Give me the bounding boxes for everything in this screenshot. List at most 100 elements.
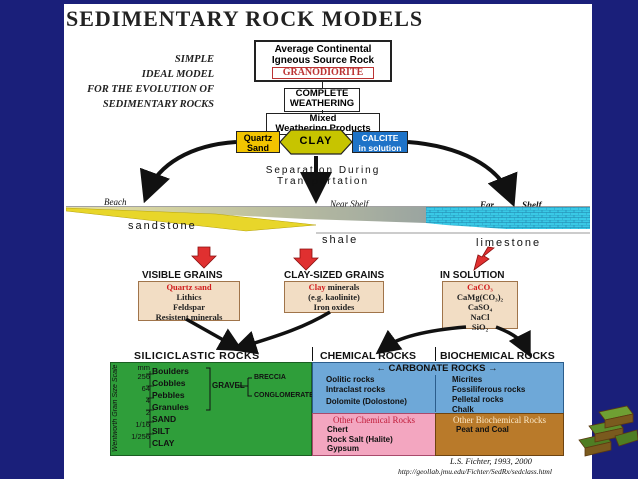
caco3-item: CaCO₃ xyxy=(467,282,493,292)
wentworth-lines xyxy=(146,367,252,448)
clay-grains-box: Clay minerals (e.g. kaolinite) Iron oxid… xyxy=(284,281,384,313)
beach-label: Beach xyxy=(104,197,127,207)
sandstone-layer xyxy=(66,207,317,232)
carbonate-item: Fossiliferous rocks xyxy=(452,385,526,394)
grain-class: SAND xyxy=(152,414,177,424)
clay-item: Clay xyxy=(308,282,326,292)
arrow-clay-to-siliciclastic xyxy=(232,310,331,355)
separation-line-2: Transportation xyxy=(276,176,370,187)
quartz-sand-item: Quartz sand xyxy=(166,282,212,292)
other-chemical-item: Rock Salt (Halite) xyxy=(327,434,393,444)
credit-url: http://geollab.jmu.edu/Fichter/SedRx/sed… xyxy=(398,467,552,476)
depositional-cross-section xyxy=(66,206,590,234)
source-line-2: Igneous Source Rock xyxy=(271,55,375,66)
far-label: Far xyxy=(480,200,495,210)
limestone-layer xyxy=(426,207,590,229)
quartz-sand-box: Quartz Sand xyxy=(236,131,280,153)
size-unit: mm xyxy=(137,363,151,372)
flow-line xyxy=(322,82,323,90)
solution-item: CaSO₄ xyxy=(467,302,493,312)
diagram-title: SEDIMENTARY ROCK MODELS xyxy=(66,6,424,31)
other-chemical-title: Other Chemical Rocks xyxy=(333,415,415,425)
arrow-to-beach xyxy=(139,140,237,204)
chemical-carbonate-list: Oolitic rocks Intraclast rocks Dolomite … xyxy=(326,375,407,407)
grain-class: SILT xyxy=(152,426,170,436)
clay-item-tail: minerals xyxy=(325,282,360,292)
in-solution-title: IN SOLUTION xyxy=(440,270,505,281)
other-biochemical-item: Peat and Coal xyxy=(456,425,509,434)
carbonate-item: Intraclast rocks xyxy=(326,385,386,394)
grain-class: Granules xyxy=(152,402,189,412)
other-chemical-item: Chert xyxy=(327,425,348,434)
limestone-label: limestone xyxy=(476,237,542,249)
conglomerate-label: CONGLOMERATE xyxy=(254,392,314,399)
granodiorite-label: GRANODIORITE xyxy=(272,67,374,79)
siliciclastic-table xyxy=(110,362,312,456)
carbonate-item: Chalk xyxy=(452,405,474,414)
side-caption-line: SEDIMENTARY ROCKS xyxy=(102,99,214,110)
side-caption-line: IDEAL MODEL xyxy=(141,69,214,80)
grain-class-column: Boulders Cobbles Pebbles Granules SAND S… xyxy=(152,362,212,454)
separation-caption: Separation During Transportation xyxy=(248,165,398,187)
shale-label: shale xyxy=(322,234,359,246)
chemical-header: CHEMICAL ROCKS xyxy=(320,350,417,362)
source-rock-box: Average Continental Igneous Source Rock … xyxy=(254,40,392,82)
source-line-1: Average Continental xyxy=(274,44,372,55)
other-chemical-panel: Other Chemical Rocks Chert Rock Salt (Ha… xyxy=(312,413,436,456)
red-arrow-clay-grains xyxy=(293,248,319,271)
clay-minerals-line: Clay minerals xyxy=(285,282,383,292)
gravel-label: GRAVEL xyxy=(212,381,245,390)
size-value: 1/16 xyxy=(135,420,150,429)
weathering-line-1: COMPLETE xyxy=(295,88,349,99)
side-caption-line: FOR THE EVOLUTION OF xyxy=(87,84,214,95)
arrow-to-chemical xyxy=(375,325,467,355)
carbonate-item: Pelletal rocks xyxy=(452,395,504,404)
visible-grains-box: Quartz sand Lithics Feldspar Resistent m… xyxy=(138,281,240,322)
side-caption: SIMPLE IDEAL MODEL FOR THE EVOLUTION OF … xyxy=(74,52,214,112)
solution-item: CaMg(CO₃)₂ xyxy=(456,292,504,302)
carbonate-title-text: CARBONATE ROCKS xyxy=(388,363,486,374)
sandstone-label: sandstone xyxy=(128,220,197,232)
biochemical-carbonate-list: Micrites Fossiliferous rocks Pelletal ro… xyxy=(452,375,525,415)
carbonate-divider xyxy=(435,375,436,412)
visible-grains-title: VISIBLE GRAINS xyxy=(142,270,223,281)
solution-item: SiO₂ xyxy=(471,322,489,332)
clay-hexagon xyxy=(279,129,353,155)
grain-class: Boulders xyxy=(152,366,189,376)
arrow-visible-to-siliciclastic xyxy=(185,317,244,352)
size-column: mm 256 64 4 2 1/16 1/256 xyxy=(124,362,150,454)
carbonate-item: Oolitic rocks xyxy=(326,375,375,384)
shelf-label: Shelf xyxy=(522,200,542,210)
biochemical-header: BIOCHEMICAL ROCKS xyxy=(440,350,555,362)
shale-layer xyxy=(66,207,426,223)
calcite-line-2: in solution xyxy=(358,143,402,153)
other-chemical-list: Chert Rock Salt (Halite) Gypsum xyxy=(313,425,435,454)
calcite-line-1: CALCITE xyxy=(361,133,399,143)
size-value: 256 xyxy=(137,372,150,381)
weathering-line-2: WEATHERING xyxy=(289,98,355,109)
carbonate-title: ← CARBONATE ROCKS → xyxy=(312,363,562,374)
header-divider xyxy=(435,347,436,361)
near-shelf-label: Near Shelf xyxy=(330,199,369,209)
arrow-to-far-shelf xyxy=(407,140,518,208)
carbonate-item: Micrites xyxy=(452,375,483,384)
grain-item: Iron oxides xyxy=(313,302,355,312)
calcite-box: CALCITE in solution xyxy=(352,131,408,153)
credit-author: L.S. Fichter, 1993, 2000 xyxy=(450,456,532,466)
clay-label: CLAY xyxy=(299,135,333,147)
size-value: 4 xyxy=(145,396,150,405)
stacked-blocks-graphic xyxy=(578,405,638,457)
products-line-1: Mixed xyxy=(309,113,337,124)
arrow-to-biochemical xyxy=(495,325,531,358)
grain-item: Lithics xyxy=(176,292,202,302)
size-value: 2 xyxy=(145,408,150,417)
grain-item: Feldspar xyxy=(172,302,206,312)
size-value: 64 xyxy=(141,384,150,393)
grain-item: (e.g. kaolinite) xyxy=(308,292,360,302)
solution-item: NaCl xyxy=(470,312,490,322)
red-arrow-visible-grains xyxy=(191,246,217,269)
grain-item: Resistent minerals xyxy=(155,312,223,322)
